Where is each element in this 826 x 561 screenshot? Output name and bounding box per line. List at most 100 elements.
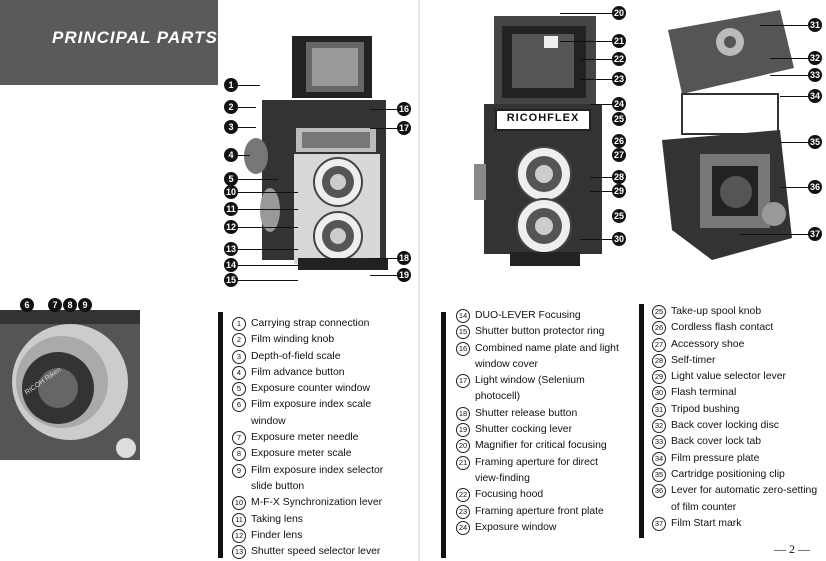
- part-number: 23: [456, 504, 470, 519]
- part-label: Framing aperture for direct view-finding: [475, 456, 599, 484]
- part-label: Exposure counter window: [251, 383, 370, 395]
- page-gutter: [418, 0, 420, 561]
- part-label: Film winding knob: [251, 334, 335, 346]
- callout-29: 29: [612, 184, 626, 198]
- part-number: 3: [232, 349, 246, 364]
- part-label: Exposure meter needle: [251, 432, 359, 444]
- callout-28: 28: [612, 170, 626, 184]
- callout-1: 1: [224, 78, 238, 92]
- parts-list-item: 19 Shutter cocking lever: [456, 422, 624, 438]
- part-label: Film exposure index selector slide butto…: [251, 464, 384, 492]
- parts-list-item: 27 Accessory shoe: [652, 337, 820, 353]
- part-label: Film pressure plate: [671, 452, 760, 464]
- callout-32: 32: [808, 51, 822, 65]
- part-label: Magnifier for critical focusing: [475, 440, 607, 452]
- callout-26: 26: [612, 134, 626, 148]
- callout-11: 11: [224, 202, 238, 216]
- callout-30: 30: [612, 232, 626, 246]
- part-number: 26: [652, 321, 666, 336]
- callout-37: 37: [808, 227, 822, 241]
- part-label: Framing aperture front plate: [475, 505, 604, 517]
- part-number: 1: [232, 317, 246, 331]
- part-number: 27: [652, 337, 666, 352]
- callout-15: 15: [224, 273, 238, 287]
- part-number: 4: [232, 365, 246, 380]
- parts-list-item: 30 Flash terminal: [652, 385, 820, 401]
- part-number: 16: [456, 341, 470, 356]
- part-number: 34: [652, 451, 666, 466]
- part-label: Taking lens: [251, 513, 303, 525]
- callout-3: 3: [224, 120, 238, 134]
- callout-20: 20: [612, 6, 626, 20]
- part-label: Flash terminal: [671, 387, 737, 399]
- part-label: DUO-LEVER Focusing: [475, 310, 581, 321]
- part-label: Shutter cocking lever: [475, 424, 573, 436]
- part-number: 8: [232, 447, 246, 462]
- part-number: 28: [652, 353, 666, 368]
- part-label: Film advance button: [251, 366, 345, 378]
- part-label: Cartridge positioning clip: [671, 468, 785, 480]
- callout-13: 13: [224, 242, 238, 256]
- callout-5: 5: [224, 172, 238, 186]
- callout-9: 9: [78, 298, 92, 312]
- part-number: 12: [232, 528, 246, 543]
- callout-7: 7: [48, 298, 62, 312]
- part-label: Take-up spool knob: [671, 306, 762, 317]
- part-label: Self-timer: [671, 354, 716, 366]
- part-label: Lever for automatic zero-setting of film…: [671, 485, 818, 513]
- part-number: 30: [652, 386, 666, 401]
- part-number: 17: [456, 374, 470, 389]
- part-label: Back cover locking disc: [671, 420, 779, 432]
- part-number: 24: [456, 520, 470, 535]
- callout-25a: 25: [612, 112, 626, 126]
- parts-list-item: 28 Self-timer: [652, 353, 820, 369]
- part-number: 18: [456, 406, 470, 421]
- parts-list-item: 5 Exposure counter window: [232, 381, 407, 397]
- callout-36: 36: [808, 180, 822, 194]
- part-number: 13: [232, 545, 246, 560]
- part-number: 19: [456, 423, 470, 438]
- parts-list-item: 9 Film exposure index selector slide butt…: [232, 463, 407, 496]
- part-number: 10: [232, 496, 246, 511]
- part-number: 37: [652, 516, 666, 531]
- callout-27: 27: [612, 148, 626, 162]
- part-label: Accessory shoe: [671, 338, 745, 350]
- part-label: Back cover lock tab: [671, 436, 762, 448]
- part-number: 36: [652, 484, 666, 499]
- callout-31: 31: [808, 18, 822, 32]
- callout-24: 24: [612, 97, 626, 111]
- taking-lens-detail-photo: RICOH Riken: [0, 310, 140, 460]
- part-number: 9: [232, 463, 246, 478]
- parts-list-item: 23 Framing aperture front plate: [456, 504, 624, 520]
- parts-list-item: 36 Lever for automatic zero-setting of fi…: [652, 483, 820, 516]
- part-label: Tripod bushing: [671, 403, 740, 415]
- part-number: 5: [232, 382, 246, 397]
- part-label: Light value selector lever: [671, 371, 786, 383]
- callout-18: 18: [397, 251, 411, 265]
- callout-35: 35: [808, 135, 822, 149]
- part-number: 2: [232, 333, 246, 348]
- part-label: Exposure window: [475, 521, 557, 533]
- page-number: — 2 —: [774, 542, 810, 556]
- list-middle-rule: [441, 312, 446, 558]
- part-label: Shutter button protector ring: [475, 326, 605, 338]
- part-label: Light window (Selenium photocell): [475, 375, 585, 403]
- camera-front-three-quarter-photo: [236, 30, 406, 280]
